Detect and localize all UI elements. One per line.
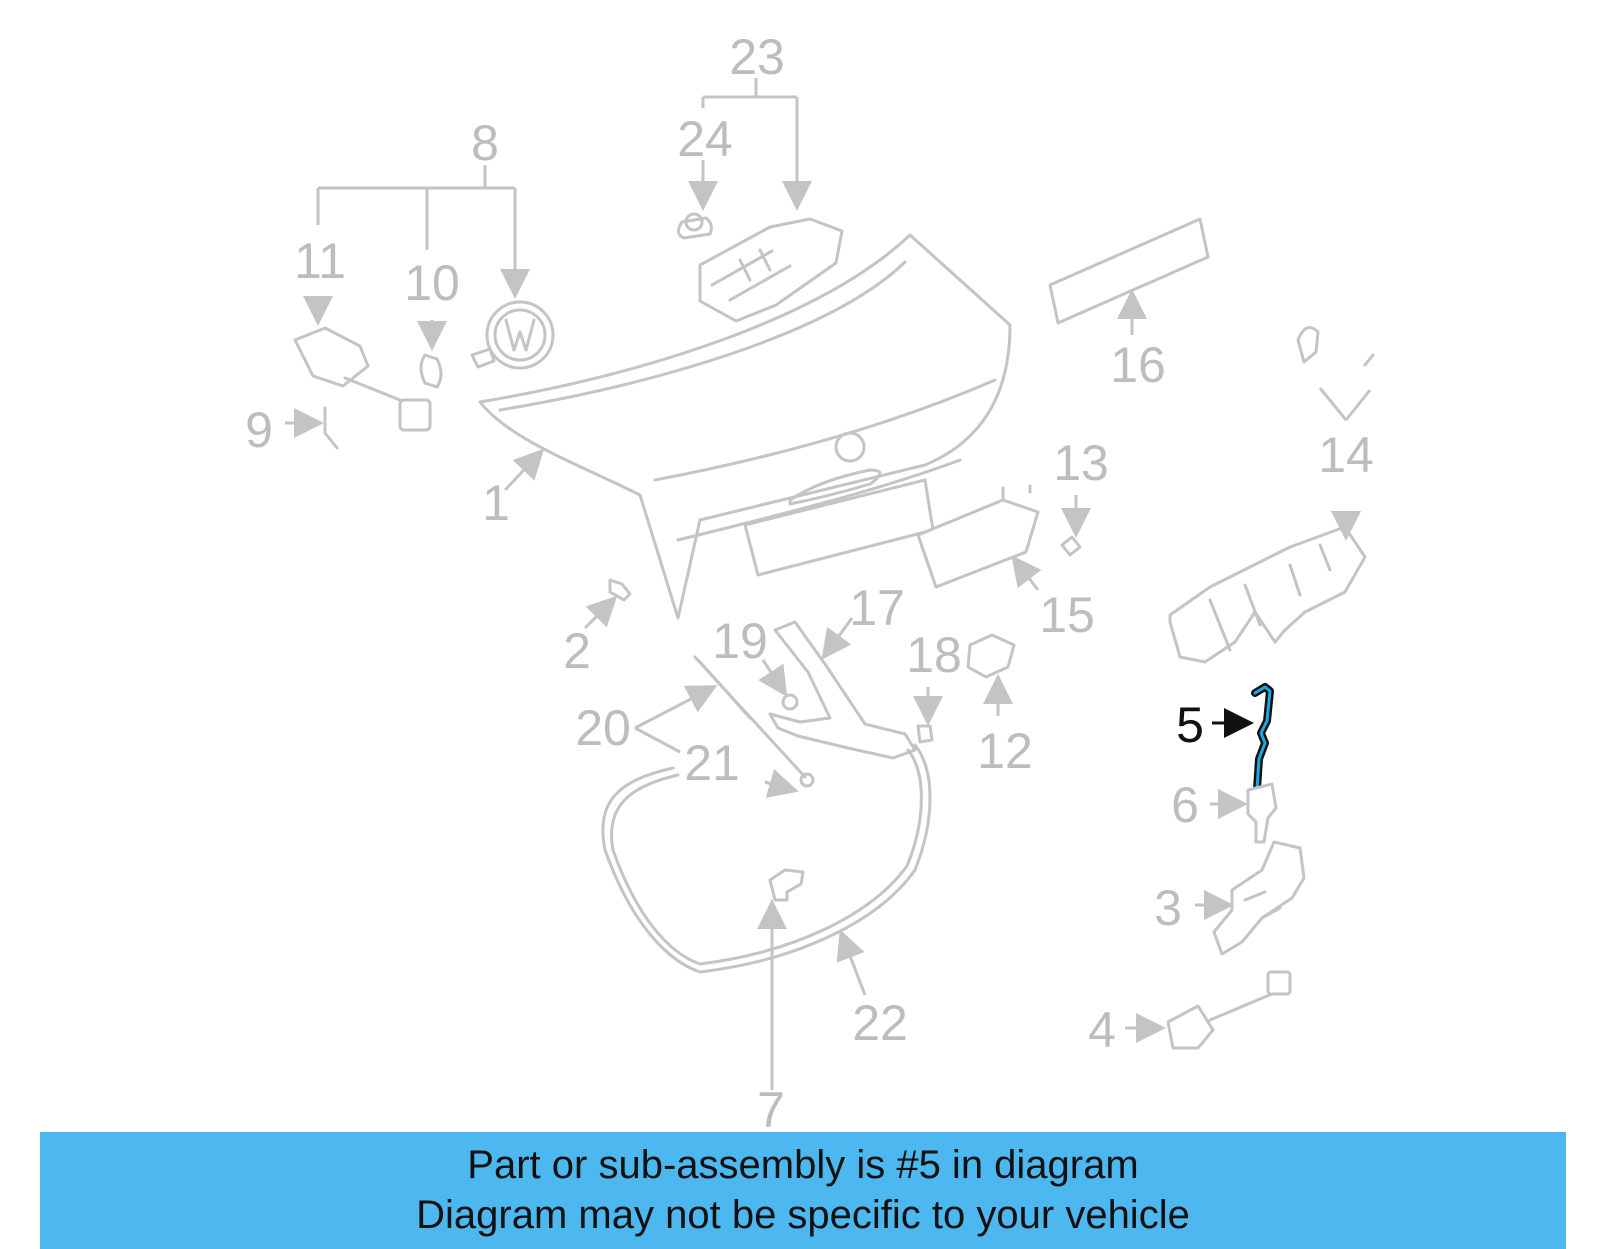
part-3-latch <box>1195 840 1306 956</box>
callout-1: 1 <box>482 475 510 531</box>
part-9-rod <box>285 406 339 450</box>
callout-6: 6 <box>1171 777 1199 833</box>
callout-2: 2 <box>563 623 591 679</box>
part-11-lock-cylinder <box>293 326 432 432</box>
banner-line-1: Part or sub-assembly is #5 in diagram <box>467 1143 1139 1187</box>
callout-15: 15 <box>1039 587 1095 643</box>
callout-21: 21 <box>684 735 740 791</box>
callout-8: 8 <box>471 115 499 171</box>
part-17-hinge <box>768 617 917 760</box>
callout-4: 4 <box>1088 1002 1116 1058</box>
callout-24: 24 <box>677 111 733 167</box>
part-7-striker <box>757 868 805 1090</box>
part-23-lamp-housing <box>698 217 844 323</box>
callout-11: 11 <box>294 233 346 289</box>
part-20-gas-strut <box>634 655 815 798</box>
part-22-weatherstrip <box>601 743 932 996</box>
part-2-bump-stop <box>583 578 632 630</box>
part-1-trunk-lid <box>478 233 1012 620</box>
part-8-emblem <box>470 300 555 370</box>
callout-20: 20 <box>575 700 631 756</box>
callout-19: 19 <box>712 613 768 669</box>
callout-22: 22 <box>852 995 908 1051</box>
callout-9: 9 <box>245 402 273 458</box>
callout-3: 3 <box>1154 880 1182 936</box>
bracket-8 <box>303 165 530 351</box>
callout-17: 17 <box>849 580 905 636</box>
part-4-actuator <box>1125 970 1292 1050</box>
callout-13: 13 <box>1053 435 1109 491</box>
part-5-rod-highlighted <box>1212 683 1274 793</box>
banner-line-2: Diagram may not be specific to your vehi… <box>416 1193 1190 1237</box>
part-14-lock-mechanism <box>1168 326 1375 664</box>
info-banner: Part or sub-assembly is #5 in diagram Di… <box>40 1132 1566 1249</box>
callout-5: 5 <box>1176 697 1204 753</box>
callout-16: 16 <box>1110 337 1166 393</box>
callout-12: 12 <box>977 723 1033 779</box>
part-18-clip <box>913 687 943 744</box>
part-10-clip <box>419 353 443 389</box>
bracket-23 <box>688 78 812 211</box>
callout-18: 18 <box>906 627 962 683</box>
part-6-clip <box>1210 782 1278 844</box>
part-15-license-lamp <box>916 484 1042 591</box>
part-12-switch <box>966 633 1016 716</box>
part-13-clip <box>1060 495 1091 557</box>
part-19-bolt <box>758 659 799 711</box>
callout-14: 14 <box>1318 427 1374 483</box>
part-16-trim-strip <box>1048 217 1210 335</box>
part-24-bulb <box>677 212 713 240</box>
callout-7: 7 <box>757 1082 785 1138</box>
callout-23: 23 <box>729 29 785 85</box>
callout-10: 10 <box>404 255 460 311</box>
